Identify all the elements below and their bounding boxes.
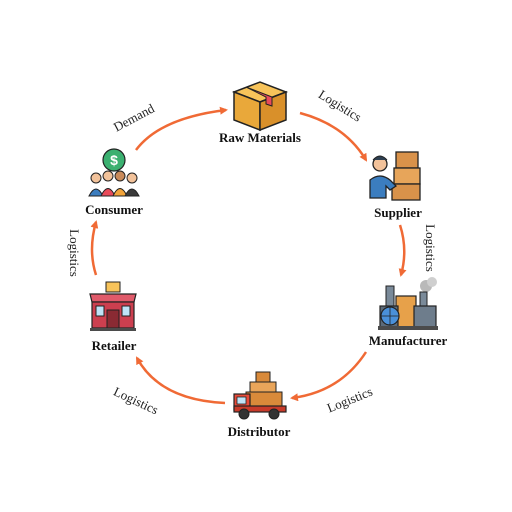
node-label-consumer: Consumer: [85, 202, 143, 217]
svg-text:$: $: [110, 152, 118, 168]
node-label-supplier: Supplier: [374, 205, 422, 220]
factory-icon: [378, 277, 438, 330]
arrow-retailer-to-consumer: [90, 220, 99, 276]
arrow-manufacturer-to-distributor: [290, 351, 368, 402]
node-label-retailer: Retailer: [91, 338, 137, 353]
shop-icon: [89, 281, 137, 331]
consumer-group-icon: $: [88, 148, 140, 197]
arrow-supplier-to-manufacturer: [398, 224, 407, 277]
node-label-raw-materials: Raw Materials: [219, 130, 301, 145]
arrow-consumer-to-raw: [135, 106, 228, 151]
delivery-truck-icon: [233, 371, 287, 420]
arrow-distributor-to-retailer: [135, 356, 226, 405]
supplier-with-boxes-icon: [369, 151, 421, 201]
cardboard-box-icon: [231, 81, 289, 132]
node-label-distributor: Distributor: [227, 424, 291, 439]
node-label-manufacturer: Manufacturer: [368, 333, 448, 348]
edge-label-supplier-to-manufacturer: Logistics: [422, 224, 438, 272]
edge-label-retailer-to-consumer: Logistics: [66, 229, 82, 277]
arrow-raw-to-supplier: [299, 111, 368, 162]
